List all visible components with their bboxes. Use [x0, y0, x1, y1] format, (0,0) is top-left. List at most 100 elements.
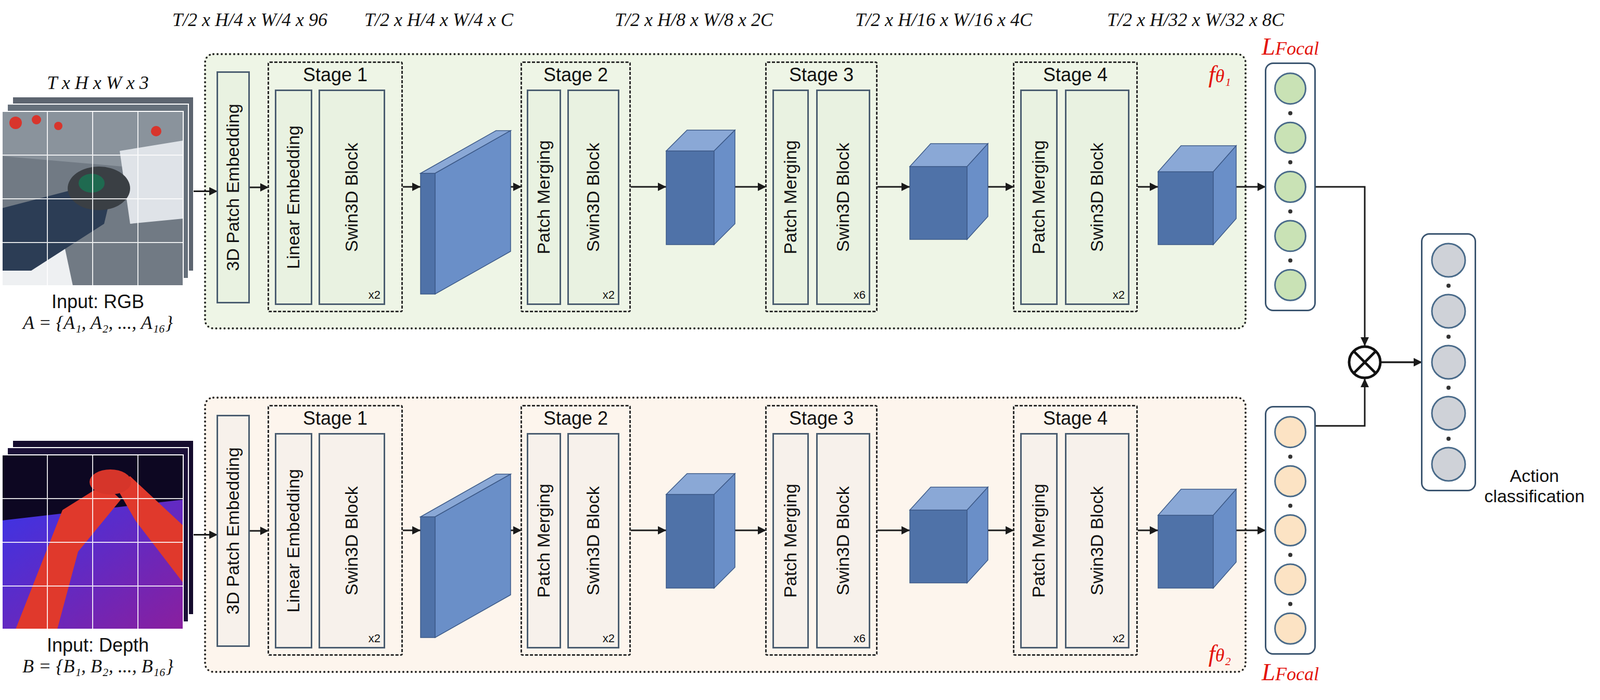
layer-name: Swin3D Block — [1086, 142, 1108, 252]
depth-frames — [2, 440, 194, 630]
layer-box: Patch Merging — [1020, 433, 1058, 649]
rgb-frames — [2, 96, 194, 286]
ellipsis-dot — [1446, 436, 1451, 441]
layer-name: 3D Patch Embedding — [222, 447, 244, 615]
layer-box: Linear Embedding — [274, 89, 313, 306]
vector-cell — [1275, 564, 1306, 595]
feature-cube — [909, 143, 988, 240]
loss-name: LFocal — [1224, 658, 1356, 687]
layer-name: Swin3D Block — [582, 142, 604, 252]
vector-cell — [1275, 416, 1306, 448]
depth-arm — [114, 476, 184, 583]
output-vector: Action classification — [1420, 233, 1477, 492]
branch-name: fθ₂ — [1208, 639, 1231, 668]
red-object — [9, 116, 22, 130]
layer-box: Patch Merging — [526, 433, 562, 649]
layer-box: Linear Embedding — [274, 433, 313, 649]
stage-group: Patch MergingSwin3D Blockx6Stage 3 — [765, 61, 878, 313]
layer-box: 3D Patch Embedding — [216, 414, 250, 647]
vector-cell — [1275, 220, 1306, 252]
stage-group: Linear Embedding Swin3D Blockx2 Stage 1 — [267, 61, 403, 313]
vector-cells — [1266, 64, 1315, 310]
red-object — [31, 115, 42, 125]
repeat-count: x2 — [368, 631, 381, 645]
multiply-symbol — [1349, 337, 1381, 388]
dimension-label: T/2 x H/4 x W/4 x 96 — [172, 9, 328, 31]
vector-cell — [1431, 294, 1466, 328]
ellipsis-dot — [1288, 602, 1293, 607]
swin-block: Swin3D Block x2 — [567, 433, 620, 649]
ellipsis-dot — [1288, 552, 1293, 557]
tensor-shape: T x H x W x 3 — [0, 72, 236, 94]
layer-name: Patch Merging — [1028, 140, 1049, 255]
layer-name: Patch Merging — [1028, 483, 1049, 598]
layer-name: Linear Embedding — [283, 125, 304, 270]
ellipsis-dot — [1288, 258, 1293, 263]
layer-name: Swin3D Block — [582, 486, 604, 596]
vector-cell — [1275, 122, 1306, 154]
swin-block: Swin3D Block x6 — [816, 433, 871, 649]
stage-group: Patch Merging Swin3D Blockx2 Stage 4 — [1012, 61, 1138, 313]
paper — [119, 140, 184, 224]
frame-border — [2, 111, 184, 286]
branch-name: fθ₁ — [1208, 60, 1231, 89]
ellipsis-dot — [1288, 110, 1293, 116]
stream-panel: 3D Patch EmbeddingLinear EmbeddingSwin3D… — [204, 396, 1247, 673]
flow-arrow — [249, 186, 268, 189]
swin-block: Swin3D Blockx6 — [816, 89, 871, 306]
vector-cells — [1422, 234, 1475, 490]
repeat-count: x2 — [602, 631, 615, 645]
flow-arrow — [249, 530, 268, 532]
front-frame — [2, 454, 184, 630]
repeat-count: x2 — [1112, 631, 1125, 645]
ellipsis-dot — [1288, 503, 1293, 509]
stage-title: Stage 4 — [1043, 64, 1108, 86]
repeat-count: x2 — [602, 288, 615, 302]
output-name: Action classification — [1479, 465, 1590, 507]
frame-set: A = {A₁, A₂, ..., A₁₆} — [0, 312, 236, 334]
dimension-label: T/2 x H/8 x W/8 x 2C — [614, 9, 773, 31]
input-frames: T x H x W x 3Input: RGBA = {A₁, A₂, ...,… — [2, 96, 194, 286]
depth-arm — [15, 484, 121, 630]
feature-vector: LFocal — [1264, 62, 1316, 312]
stage-title: Stage 3 — [789, 64, 854, 86]
stage-group: Patch MergingSwin3D Blockx2Stage 2 — [520, 404, 631, 656]
patch-grid — [2, 111, 184, 286]
feature-cube — [1158, 145, 1237, 245]
input-label: Input: RGB — [0, 290, 236, 313]
layer-name: 3D Patch Embedding — [222, 103, 244, 271]
stage-group: Patch MergingSwin3D Blockx6Stage 3 — [765, 404, 878, 656]
swin-block: Swin3D Block x2 — [1064, 433, 1130, 649]
feature-vector: LFocal — [1264, 405, 1316, 655]
toy — [78, 173, 105, 193]
stage-group: Patch Merging Swin3D Block x2 Stage 4 — [1012, 404, 1138, 656]
vector-cell — [1275, 515, 1306, 546]
vector-cell — [1275, 613, 1306, 644]
vector-cell — [1275, 465, 1306, 497]
vector-cell — [1275, 73, 1306, 105]
swin-block: Swin3D Blockx2 — [318, 89, 386, 306]
repeat-count: x6 — [853, 631, 866, 645]
vector-cell — [1431, 447, 1466, 481]
layer-name: Swin3D Block — [341, 142, 362, 252]
stage-group: Linear EmbeddingSwin3D Blockx2Stage 1 — [267, 404, 403, 656]
layer-name: Swin3D Block — [832, 486, 854, 596]
panel-fill — [204, 53, 1247, 330]
dimension-label: T/2 x H/16 x W/16 x 4C — [855, 9, 1033, 31]
stage-group: Patch MergingSwin3D Blockx2Stage 2 — [520, 61, 631, 313]
swin-block: Swin3D Blockx2 — [1064, 89, 1130, 306]
stream-panel: 3D Patch Embedding Linear Embedding Swin3D… — [204, 53, 1247, 330]
stage-title: Stage 1 — [302, 64, 368, 86]
depth-hands — [89, 469, 132, 495]
vector-cell — [1431, 396, 1466, 430]
ellipsis-dot — [1288, 209, 1293, 214]
red-object — [150, 125, 162, 137]
patch-grid — [2, 454, 184, 630]
layer-box: Patch Merging — [1020, 89, 1058, 306]
vector-cells — [1266, 407, 1315, 654]
front-frame — [2, 111, 184, 286]
stage-title: Stage 4 — [1043, 407, 1108, 429]
dimension-label: T/2 x H/32 x W/32 x 8C — [1107, 9, 1285, 31]
layer-name: Swin3D Block — [1086, 486, 1108, 596]
layer-name: Patch Merging — [780, 483, 801, 598]
